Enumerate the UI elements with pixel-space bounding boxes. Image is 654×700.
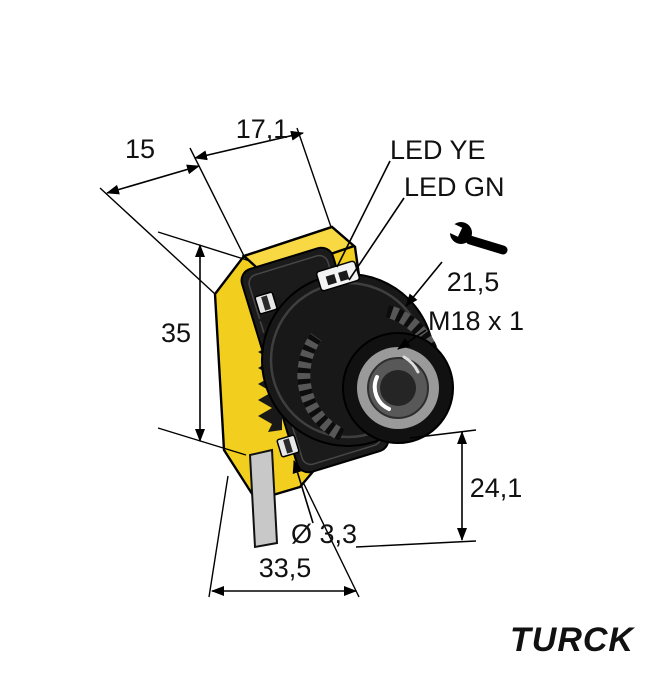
led-green-indicator [338, 270, 350, 282]
dim-35-label: 35 [161, 318, 191, 348]
lens-glint-left [372, 375, 391, 411]
hole-diameter-label: Ø 3,3 [291, 519, 357, 549]
led-green-label: LED GN [404, 172, 505, 202]
lens-center [380, 370, 416, 406]
leader-led-green [348, 197, 405, 281]
led-yellow-indicator [325, 274, 337, 286]
extension-line-33-right [302, 481, 360, 598]
leader-hole-diameter [292, 460, 314, 524]
extension-line-24-bottom [355, 540, 477, 548]
dim-24-label: 24,1 [470, 473, 523, 503]
led-yellow-label: LED YE [390, 135, 486, 165]
dim-17-label: 17,1 [236, 114, 289, 144]
extension-line-17-right [296, 127, 332, 228]
wrench-size-label: 21,5 [447, 267, 500, 297]
leader-thread-spec [397, 329, 427, 350]
lens-glint-top [402, 355, 420, 374]
thread-spec-label: M18 x 1 [428, 306, 524, 336]
leader-wrench-size [405, 261, 443, 307]
brand-logo: TURCK [510, 621, 635, 659]
wrench-handle [465, 235, 508, 255]
dimension-line-17 [194, 130, 304, 161]
wrench-icon [436, 217, 508, 255]
extension-line-33-left [208, 475, 229, 598]
cable [248, 448, 279, 549]
extension-line-15-left [99, 187, 216, 295]
dim-33-label: 33,5 [259, 553, 312, 583]
thread-arc-bottom-teeth [297, 333, 345, 441]
mounting-hole-top-slot [261, 295, 271, 311]
leader-led-yellow [336, 160, 391, 268]
led-window [315, 260, 361, 292]
extension-line-shared-corner [189, 147, 245, 257]
mounting-hole-bottom-slot [283, 438, 293, 454]
dim-15-label: 15 [125, 134, 155, 164]
dimension-line-15 [106, 164, 200, 195]
extension-line-35-top [157, 231, 251, 262]
wrench-jaw-opening [436, 217, 463, 237]
